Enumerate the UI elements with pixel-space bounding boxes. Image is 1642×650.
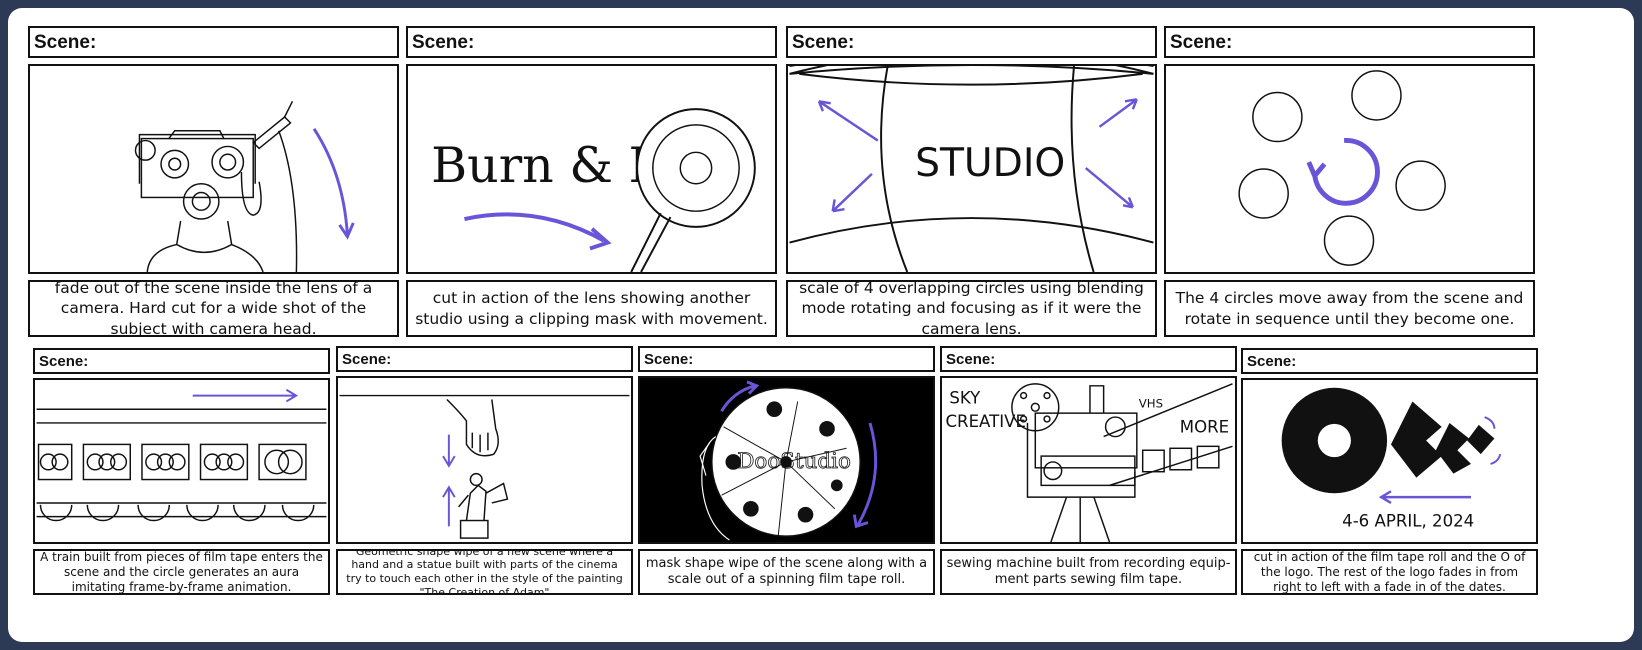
scene-caption: Geometric shape wipe of a new scene wher…	[336, 549, 633, 595]
sketch-panel-2: Burn & BRO	[406, 64, 777, 274]
sketch-text: SKY	[949, 388, 981, 407]
sketch-text: CREATIVE	[945, 412, 1025, 431]
scene-header: Scene:	[940, 346, 1237, 372]
sketch-text: MORE	[1180, 418, 1229, 437]
scene-caption: mask shape wipe of the scene along with …	[638, 549, 935, 595]
studio-lens-sketch: STUDIO	[789, 66, 1154, 272]
film-reel-sketch: DooStudio	[699, 380, 878, 541]
scene-label: Scene:	[946, 351, 996, 368]
scene-caption: cut in action of the film tape roll and …	[1241, 549, 1538, 595]
scene-label: Scene:	[342, 351, 392, 368]
scene-label: Scene:	[1170, 32, 1233, 53]
sketch-panel-4	[1164, 64, 1535, 274]
scene-header: Scene:	[336, 346, 633, 372]
scene-caption: sewing machine built from recording equi…	[940, 549, 1237, 595]
scene-header: Scene:	[1164, 26, 1535, 58]
scene-label: Scene:	[39, 353, 89, 370]
scene-label: Scene:	[34, 32, 97, 53]
sketch-panel-5	[33, 378, 330, 544]
lens-sketch: Burn & BRO	[431, 108, 756, 272]
scene-caption: fade out of the scene inside the lens of…	[28, 280, 399, 337]
scene-header: Scene:	[406, 26, 777, 58]
scene-header: Scene:	[786, 26, 1157, 58]
scene-caption: The 4 circles move away from the scene a…	[1164, 280, 1535, 337]
scene-header: Scene:	[33, 348, 330, 374]
camera-head-sketch	[134, 100, 355, 272]
sketch-panel-3: STUDIO	[786, 64, 1157, 274]
sketch-text: 4-6 APRIL, 2024	[1342, 511, 1474, 530]
creation-of-adam-sketch	[339, 394, 630, 539]
sketch-panel-9: 4-6 APRIL, 2024	[1241, 378, 1538, 544]
storyboard: Scene: fade out of the scene	[8, 8, 1634, 642]
sketch-text: DooStudio	[737, 449, 851, 474]
sketch-text: VHS	[1139, 396, 1163, 410]
circles-sketch	[1238, 70, 1446, 266]
film-train-sketch	[36, 388, 327, 522]
scene-label: Scene:	[1247, 353, 1297, 370]
scene-header: Scene:	[28, 26, 399, 58]
scene-caption: scale of 4 overlapping circles using ble…	[786, 280, 1157, 337]
scene-caption: A train built from pieces of film tape e…	[33, 549, 330, 595]
scene-label: Scene:	[412, 32, 475, 53]
sketch-panel-7: DooStudio	[638, 376, 935, 544]
scene-header: Scene:	[638, 346, 935, 372]
sketch-panel-8: SKY CREATIVE VHS MORE	[940, 376, 1237, 544]
sketch-panel-6	[336, 376, 633, 544]
sewing-machine-sketch: SKY CREATIVE VHS MORE	[945, 383, 1233, 542]
sketch-panel-1	[28, 64, 399, 274]
logo-sketch: 4-6 APRIL, 2024	[1281, 387, 1502, 530]
sketch-text: STUDIO	[915, 141, 1065, 186]
scene-label: Scene:	[644, 351, 694, 368]
scene-label: Scene:	[792, 32, 855, 53]
scene-header: Scene:	[1241, 348, 1538, 374]
scene-caption: cut in action of the lens showing anothe…	[406, 280, 777, 337]
